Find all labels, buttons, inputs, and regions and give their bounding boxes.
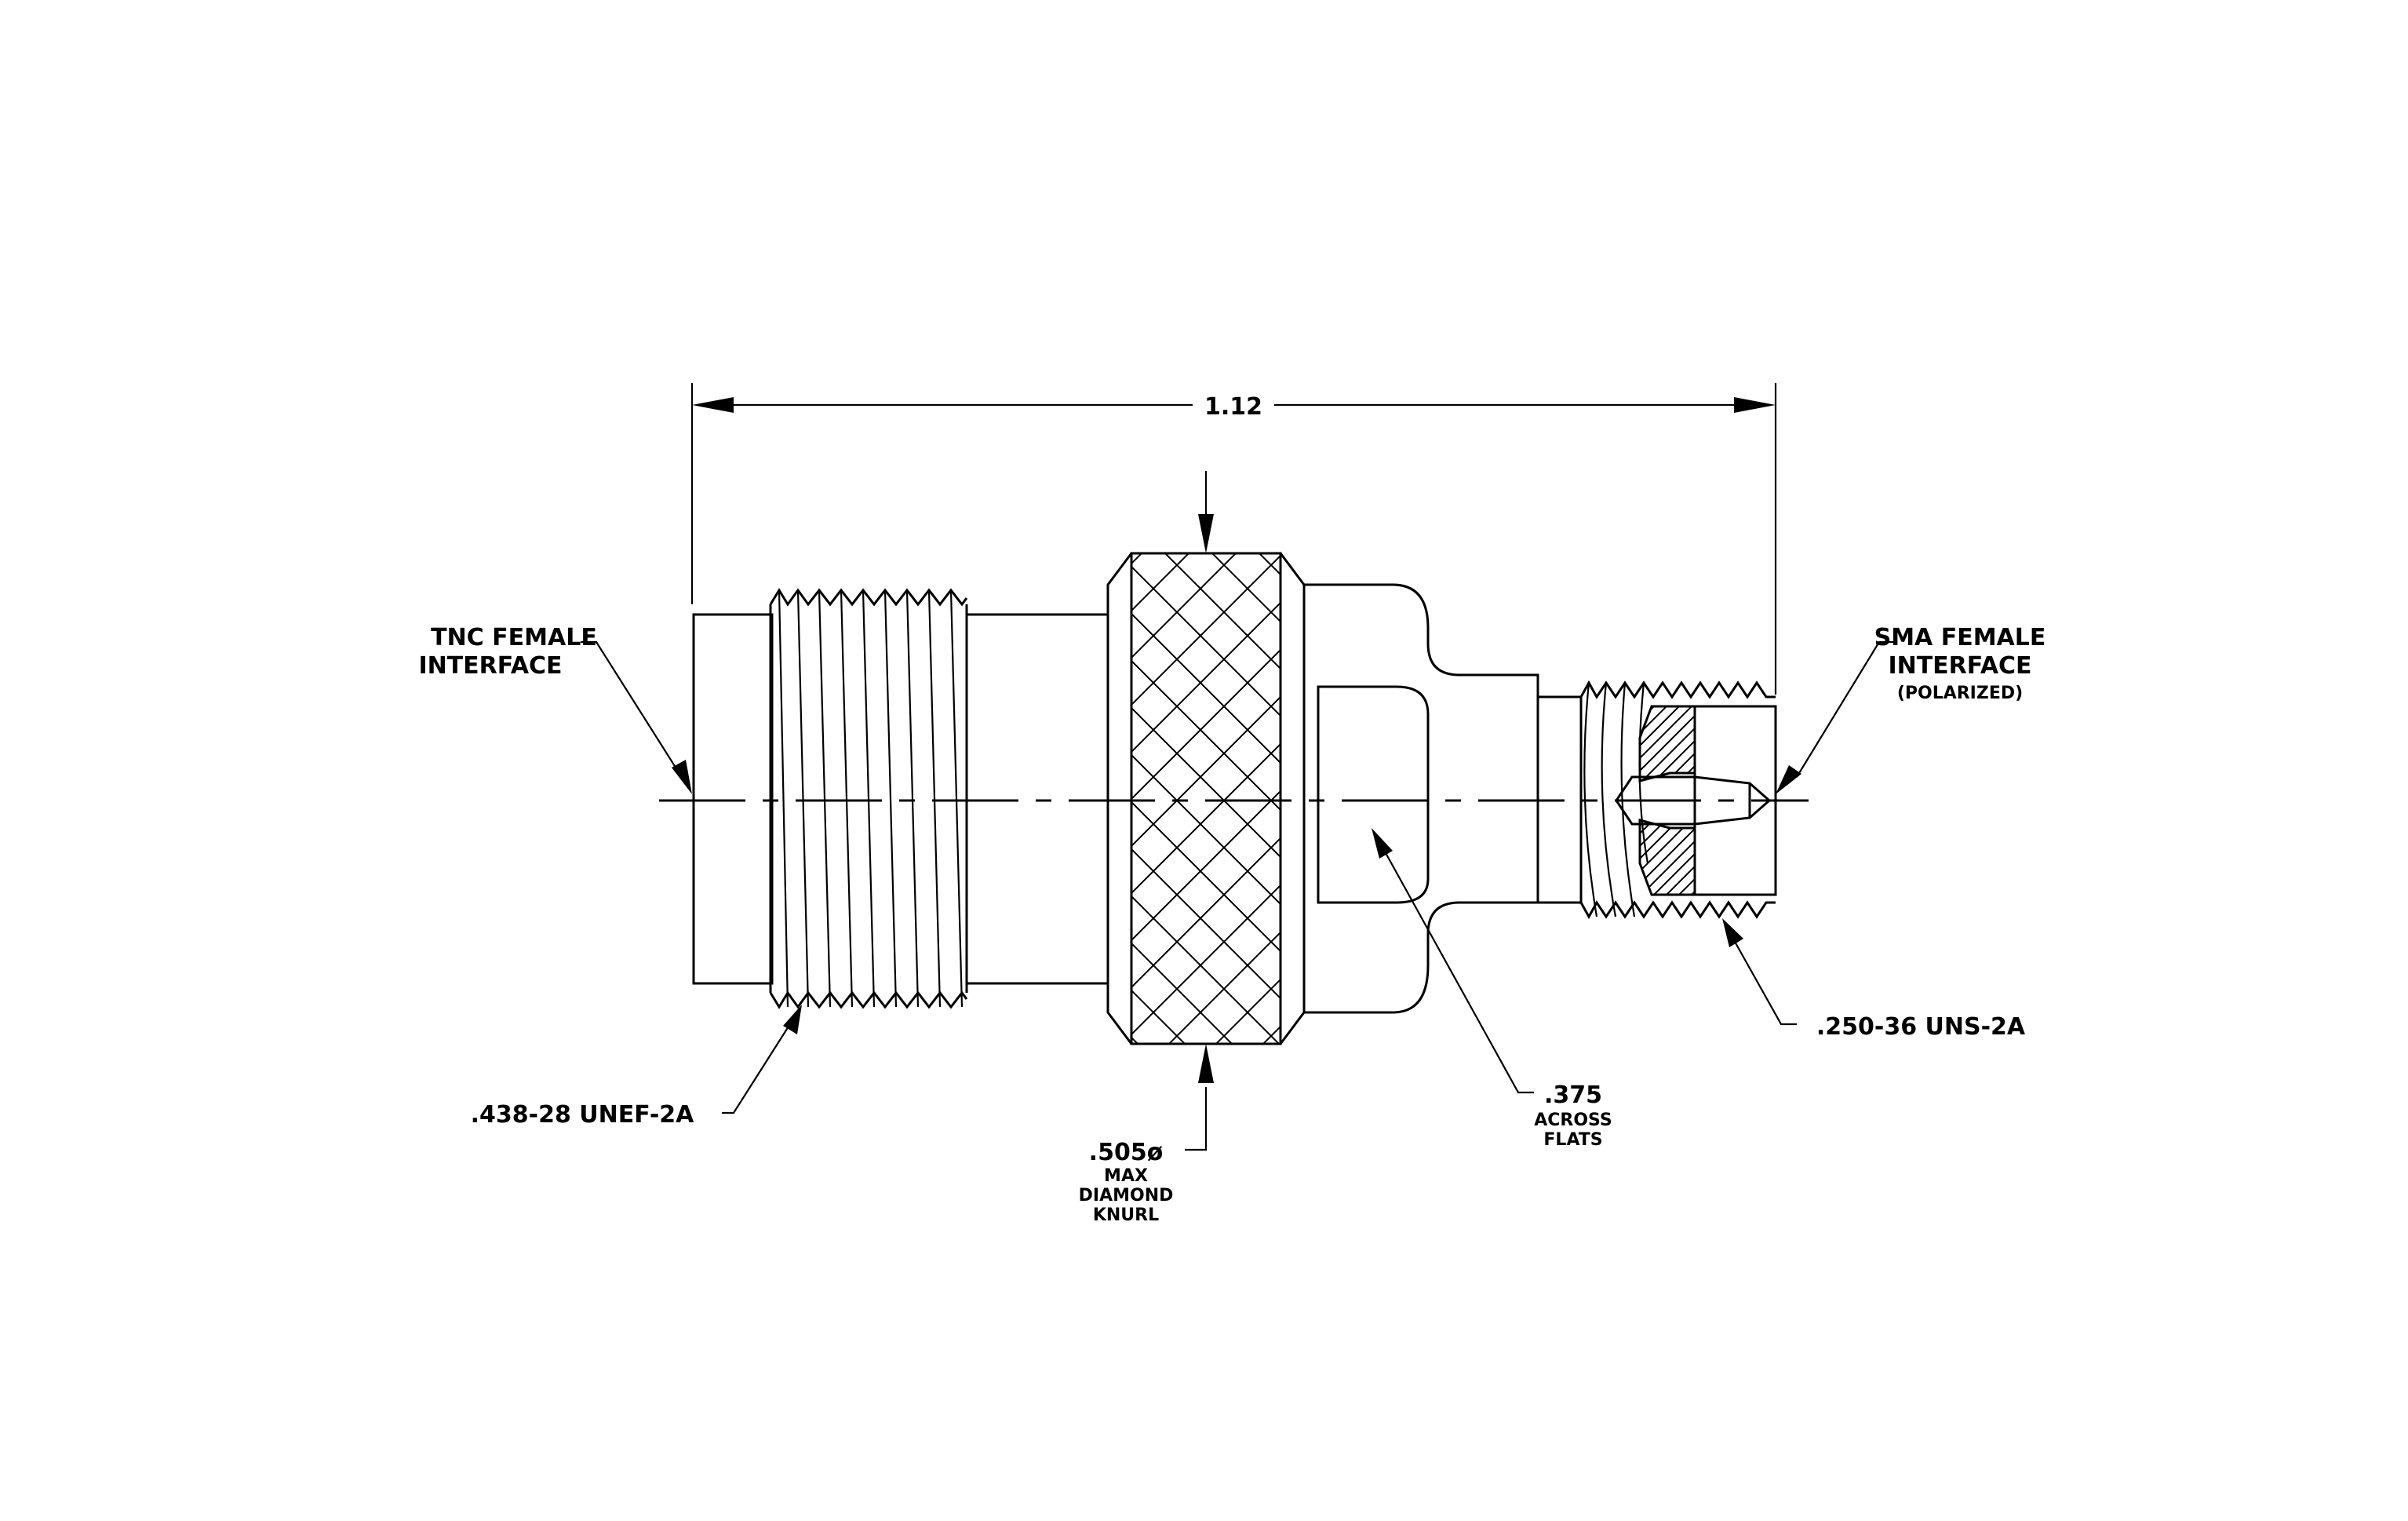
tnc-thread-crests-top <box>769 588 968 607</box>
sma-interface-label-line1: SMA FEMALE <box>1874 624 2046 651</box>
tnc-body <box>692 588 1108 1009</box>
across-flats-callout: .375 ACROSS FLATS <box>1372 828 1612 1150</box>
tnc-thread-lines <box>778 589 964 1008</box>
flats-label-line2: ACROSS <box>1534 1111 1612 1130</box>
tnc-interface-label-line1: TNC FEMALE <box>431 624 597 651</box>
sma-interface-callout: SMA FEMALE INTERFACE (POLARIZED) <box>1776 624 2046 794</box>
knurl-label-line4: KNURL <box>1093 1205 1159 1225</box>
knurl-label-line3: DIAMOND <box>1079 1186 1174 1205</box>
sma-body <box>1579 680 1777 920</box>
flats-label-line3: FLATS <box>1543 1130 1602 1150</box>
tnc-thread-callout: .438-28 UNEF-2A <box>471 1005 802 1129</box>
hex-body <box>1304 583 1583 1014</box>
sma-thread-label: .250-36 UNS-2A <box>1816 1013 2026 1041</box>
tnc-interface-callout: TNC FEMALE INTERFACE <box>418 624 692 794</box>
tnc-thread-crests-bottom <box>769 990 968 1009</box>
overall-length-dimension: 1.12 <box>690 383 1777 695</box>
dimension-arrow-right <box>1734 397 1776 413</box>
dimension-arrow-left <box>692 397 734 413</box>
tnc-thread-label: .438-28 UNEF-2A <box>471 1101 695 1129</box>
sma-thread-crests-top <box>1579 680 1776 699</box>
tnc-interface-label-line2: INTERFACE <box>418 652 562 680</box>
sma-thread-crests-bottom <box>1579 900 1776 920</box>
diamond-knurl <box>1130 552 1282 1045</box>
sma-interface-label-line2: INTERFACE <box>1888 652 2031 680</box>
sma-interface-label-line3: (POLARIZED) <box>1897 684 2023 703</box>
sma-thread-callout: .250-36 UNS-2A <box>1722 918 2026 1041</box>
overall-length-label: 1.12 <box>1204 393 1262 421</box>
flats-label-line1: .375 <box>1544 1081 1602 1109</box>
knurl-diameter-callout: .505ø MAX DIAMOND KNURL <box>1079 471 1214 1225</box>
knurl-label-line1: .505ø <box>1089 1139 1164 1166</box>
knurl-label-line2: MAX <box>1104 1166 1148 1186</box>
knurled-nut <box>1106 552 1306 1045</box>
